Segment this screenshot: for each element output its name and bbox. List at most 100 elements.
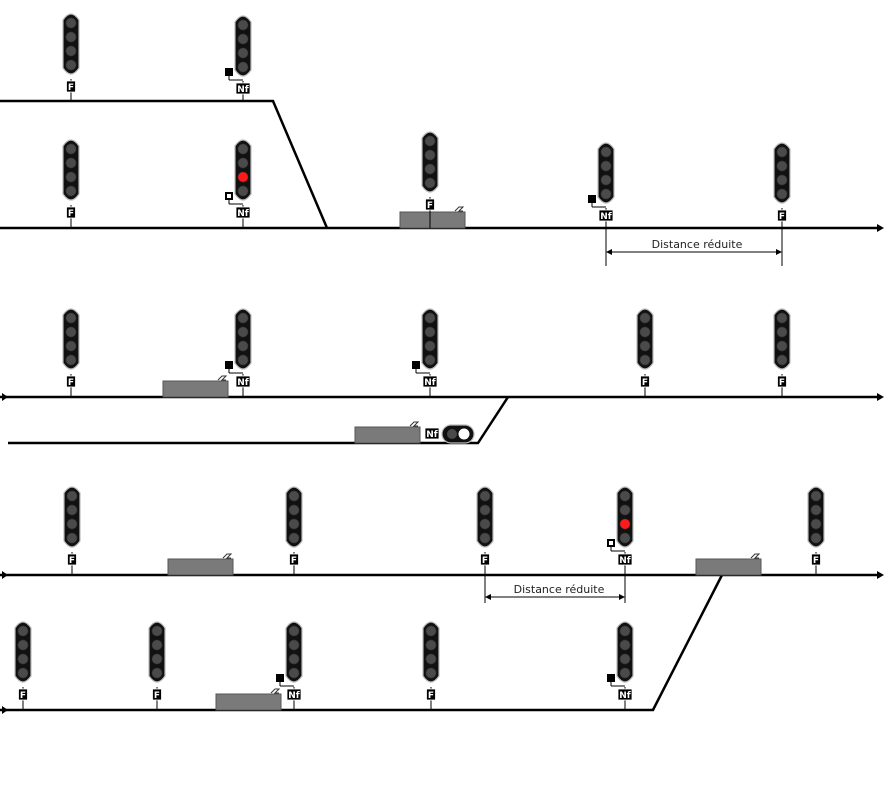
signal-lamp-2-4-4	[639, 354, 651, 366]
signal-lamp-1-1-2	[65, 31, 77, 43]
signal-lamp-1-6-4	[600, 188, 612, 200]
platform-4	[167, 558, 234, 576]
distance-markers-layer: Distance réduite Distance réduite	[484, 228, 783, 603]
signal-lamp-3-6-1	[17, 625, 29, 637]
signal-lamp-1-7-1	[776, 146, 788, 158]
signal-lamp-3-6-2	[17, 639, 29, 651]
signal-lamp-3-6-4	[17, 667, 29, 679]
platform-2	[162, 380, 229, 398]
signal-lamp-3-6-3	[17, 653, 29, 665]
signal-lamp-3-3-3	[479, 518, 491, 530]
signal-3-6: F	[14, 621, 32, 710]
signal-plate-1-4-bg	[235, 206, 251, 219]
signal-lamp-3-10-3	[619, 653, 631, 665]
platform-mark-3	[409, 421, 420, 427]
signal-lamp-3-5-2	[810, 504, 822, 516]
track-arrow-2	[877, 393, 884, 401]
signal-lamp-2-1-2	[65, 326, 77, 338]
signal-lamp-3-10-2	[619, 639, 631, 651]
signal-plate-3-5: F	[813, 556, 819, 566]
signal-box-1-6	[588, 195, 596, 203]
signal-lamp-3-10-1	[619, 625, 631, 637]
platform-5	[695, 558, 762, 576]
signal-head-3-9	[422, 621, 440, 683]
signal-lamp-2-5-3	[776, 340, 788, 352]
signal-lamp-3-10-4	[619, 667, 631, 679]
signal-lamp-1-5-3	[424, 163, 436, 175]
signal-lamp-2-4-3	[639, 340, 651, 352]
signal-plate-3-1: F	[69, 556, 75, 566]
signal-plate-3-9: F	[428, 691, 434, 701]
signal-lamp-1-2-3	[237, 47, 249, 59]
signal-plate-1-7-bg	[777, 209, 787, 222]
signal-head-2-1	[62, 308, 80, 370]
signal-lamp-1-6-1	[600, 146, 612, 158]
signal-plate-1-6: Nf	[600, 212, 612, 222]
platform-mark-1	[454, 206, 465, 212]
signal-lamp-2-5-2	[776, 326, 788, 338]
signal-head-3-5	[807, 486, 825, 548]
signal-head-3-7	[148, 621, 166, 683]
signal-2-6: Nf	[424, 424, 475, 444]
signal-lamp-1-4-2	[237, 157, 249, 169]
signal-lamp-3-1-2	[66, 504, 78, 516]
signal-3-2: F	[285, 486, 303, 575]
signal-lamp-1-7-4	[776, 188, 788, 200]
signal-lamp-3-9-4	[425, 667, 437, 679]
signal-plate-2-5-bg	[777, 375, 787, 388]
distance-label-1: Distance réduite	[652, 238, 743, 251]
signal-3-7: F	[148, 621, 166, 710]
signal-lamp-2-2-1	[237, 312, 249, 324]
signal-lamp-1-1-1	[65, 17, 77, 29]
distance-arrow-2b	[619, 594, 625, 600]
signal-plate-2-6-bg	[424, 427, 440, 440]
signal-2-1: F	[62, 308, 80, 397]
track-arrow-4	[2, 393, 8, 401]
platform-3	[354, 426, 421, 444]
signal-lamp-3-7-3	[151, 653, 163, 665]
distance-arrow-1b	[776, 249, 782, 255]
signal-plate-2-3-bg	[422, 375, 438, 388]
signal-lamp-1-1-3	[65, 45, 77, 57]
signal-head-2-2	[234, 308, 252, 370]
signal-plate-3-6: F	[20, 691, 26, 701]
signal-lamp-1-2-2	[237, 33, 249, 45]
signal-plate-1-4: Nf	[237, 209, 249, 219]
signal-lamp-2-3-4	[424, 354, 436, 366]
signal-lamp-3-2-2	[288, 504, 300, 516]
signal-plate-3-9-bg	[426, 688, 436, 701]
signal-lamp-1-7-3	[776, 174, 788, 186]
platform-6	[215, 693, 282, 711]
signal-plate-3-3: F	[482, 556, 488, 566]
distance-label-2: Distance réduite	[514, 583, 605, 596]
signal-lamp-2-2-2	[237, 326, 249, 338]
signal-head-1-3	[62, 139, 80, 201]
signal-lamp-1-6-3	[600, 174, 612, 186]
platforms-layer	[162, 206, 762, 711]
signal-lamp-3-9-1	[425, 625, 437, 637]
track-arrow-3	[877, 571, 884, 579]
signal-lamp-1-3-3	[65, 171, 77, 183]
signal-3-8: Nf	[276, 621, 303, 710]
signal-lamp-1-5-1	[424, 135, 436, 147]
signal-lamp-2-6-2	[458, 428, 470, 440]
signal-1-5: F	[421, 131, 439, 228]
signal-plate-1-1-bg	[66, 80, 76, 93]
signal-2-5: F	[773, 308, 791, 397]
signal-lamp-3-8-4	[288, 667, 300, 679]
signal-head-3-1	[63, 486, 81, 548]
signal-head-3-10	[616, 621, 634, 683]
platform-mark-5	[750, 553, 761, 559]
signal-lamp-3-4-4	[619, 532, 631, 544]
signal-head-3-4	[616, 486, 634, 548]
signal-plate-3-7-bg	[152, 688, 162, 701]
signal-head-3-2	[285, 486, 303, 548]
signal-plate-3-10-bg	[617, 688, 633, 701]
signal-lamp-3-8-3	[288, 653, 300, 665]
signal-lamp-2-6-1	[447, 429, 457, 439]
signal-plate-1-5-bg	[425, 198, 435, 211]
signal-plate-3-6-bg	[18, 688, 28, 701]
platform-1	[399, 211, 466, 229]
signal-plate-2-6: Nf	[426, 430, 438, 440]
signal-lamp-3-9-2	[425, 639, 437, 651]
